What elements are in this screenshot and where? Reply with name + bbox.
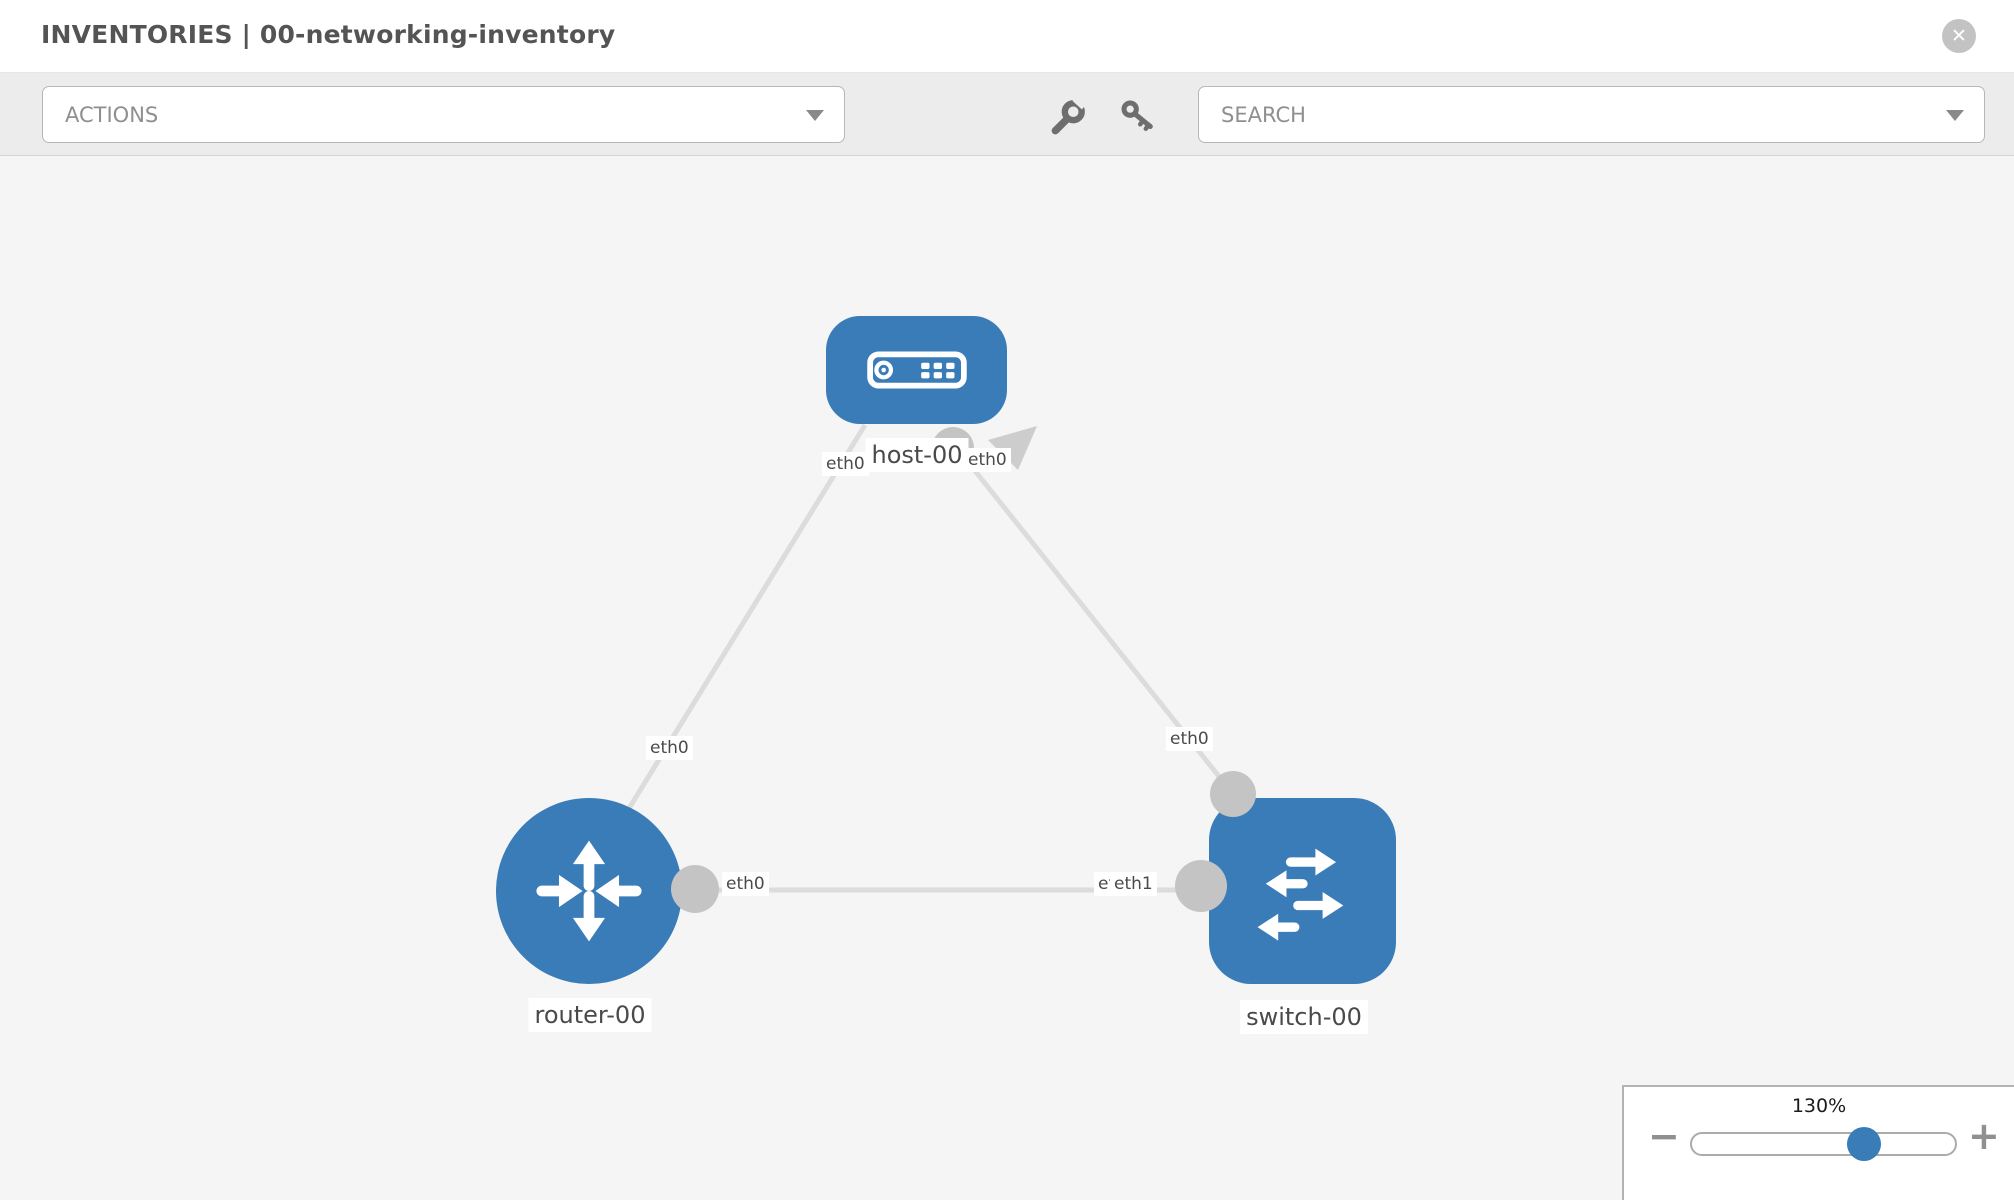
key-button[interactable] (1118, 97, 1158, 137)
close-icon: ✕ (1951, 24, 1967, 47)
port-switch-00-eth0 (1210, 771, 1256, 817)
host-icon (866, 351, 967, 389)
interface-label: eth0 (822, 452, 869, 476)
zoom-level-value: 130% (1791, 1095, 1847, 1117)
node-label-router-00: router-00 (528, 998, 652, 1032)
node-label-host-00: host-00 (865, 438, 969, 472)
actions-dropdown[interactable]: ACTIONS (42, 86, 845, 143)
zoom-slider-track[interactable] (1690, 1127, 1957, 1161)
wrench-icon (1051, 98, 1087, 135)
plus-icon: + (1968, 1114, 2000, 1158)
topology-canvas[interactable]: eth0 eth0 eth0 eth0 eth0 eth0 eth1 host-… (0, 156, 2014, 1200)
interface-label: eth0 (1166, 727, 1213, 751)
zoom-control-panel: 130% − + (1622, 1085, 2014, 1200)
chevron-down-icon (806, 109, 824, 121)
zoom-slider-thumb[interactable] (1847, 1127, 1881, 1161)
tools-button[interactable] (1048, 97, 1088, 137)
actions-dropdown-label: ACTIONS (65, 102, 159, 127)
topology-edges (609, 423, 1235, 893)
chevron-down-icon (1946, 109, 1964, 121)
zoom-out-button[interactable]: − (1648, 1117, 1680, 1155)
interface-label: eth1 (1110, 872, 1157, 896)
interface-label: eth0 (964, 448, 1011, 472)
search-dropdown[interactable]: SEARCH (1198, 86, 1985, 143)
node-switch-00[interactable] (1209, 798, 1396, 984)
router-icon (536, 840, 642, 942)
search-dropdown-label: SEARCH (1221, 102, 1306, 127)
port-switch-00-eth1 (1175, 860, 1227, 912)
interface-label: eth0 (646, 736, 693, 760)
minus-icon: − (1648, 1114, 1680, 1158)
page-title: INVENTORIES | 00-networking-inventory (41, 20, 616, 49)
header-bar: INVENTORIES | 00-networking-inventory ✕ (0, 0, 2014, 73)
node-label-switch-00: switch-00 (1240, 1000, 1368, 1034)
link-host-router (609, 423, 868, 838)
node-router-00[interactable] (496, 798, 682, 984)
switch-icon (1257, 848, 1343, 941)
interface-label: eth0 (722, 872, 769, 896)
toolbar: ACTIONS SEARCH (0, 73, 2014, 156)
zoom-in-button[interactable]: + (1968, 1117, 2000, 1155)
key-icon (1121, 100, 1153, 131)
link-arrowhead (988, 426, 1037, 470)
node-host-00[interactable] (826, 316, 1007, 424)
close-button[interactable]: ✕ (1942, 19, 1976, 53)
port-router-00-eth0 (671, 865, 719, 913)
